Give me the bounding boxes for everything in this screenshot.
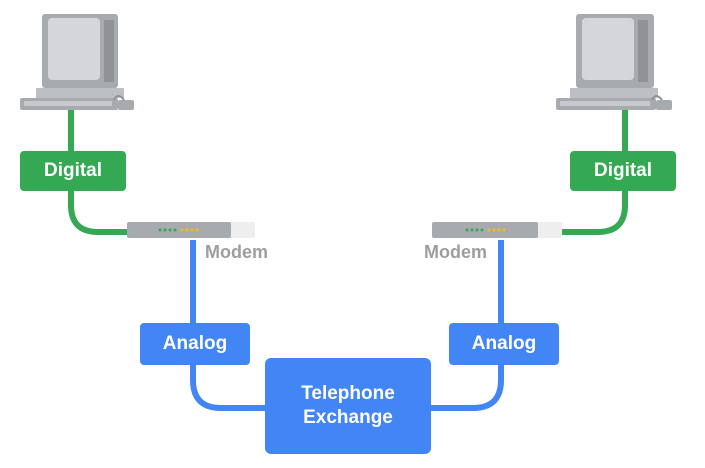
modem-label-left: Modem — [205, 242, 268, 262]
digital-line-left — [68, 108, 130, 235]
digital-line-right — [560, 108, 628, 235]
computer-icon — [20, 14, 134, 110]
analog-line-right — [430, 240, 504, 411]
analog-label-left: Analog — [140, 323, 250, 365]
analog-line-left — [190, 240, 268, 411]
modem-label-right: Modem — [424, 242, 487, 262]
digital-label-left: Digital — [20, 151, 126, 191]
modem-icon — [432, 222, 562, 238]
computer-icon — [556, 14, 672, 110]
digital-label-right: Digital — [570, 151, 676, 191]
telephone-exchange: Telephone Exchange — [265, 358, 431, 454]
analog-label-right: Analog — [449, 323, 559, 365]
modem-icon — [127, 222, 255, 238]
